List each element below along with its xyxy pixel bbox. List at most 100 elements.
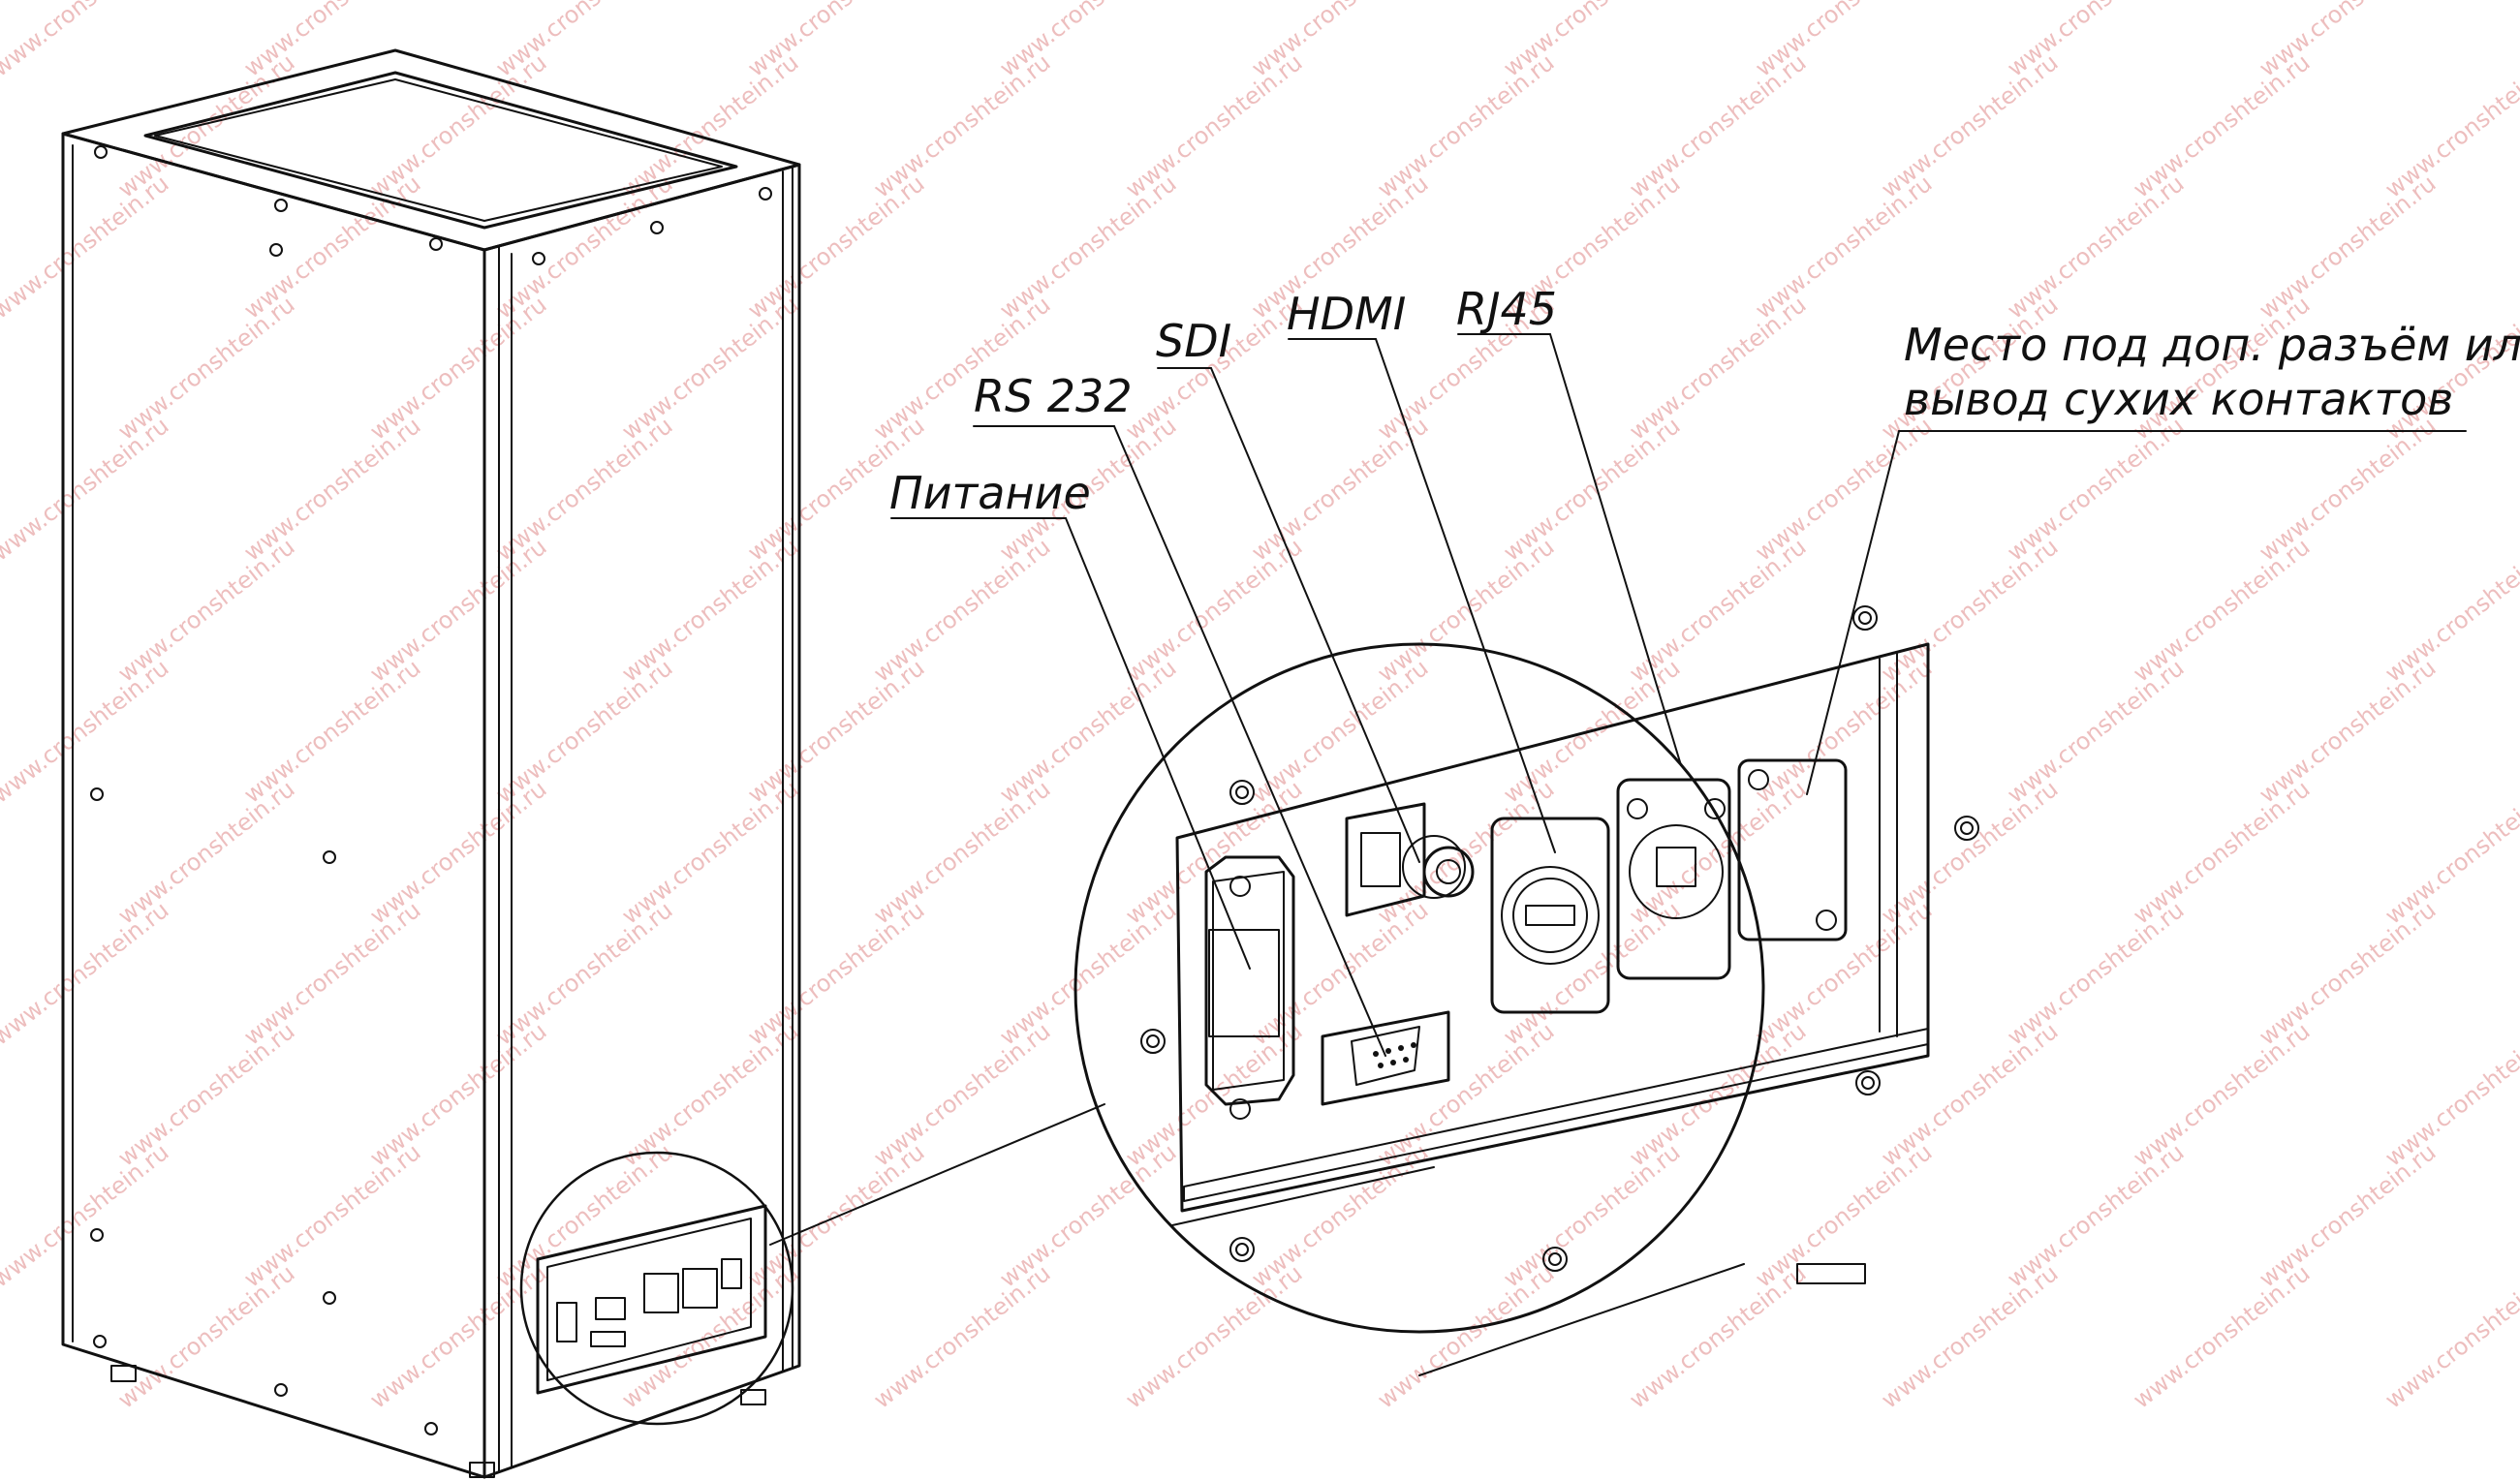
watermark-text: www.cronshtein.ru — [1876, 533, 2063, 687]
panel-screws — [1140, 605, 1979, 1272]
label-sdi: SDI — [1156, 315, 1231, 367]
watermark-text: www.cronshtein.ru — [2002, 654, 2189, 808]
watermark-text: www.cronshtein.ru — [1246, 412, 1433, 566]
detail-leader-line — [769, 1103, 1105, 1246]
watermark-text: www.cronshtein.ru — [1624, 1017, 1811, 1171]
watermark-text: www.cronshtein.ru — [0, 412, 174, 566]
watermark-text: www.cronshtein.ru — [1120, 1259, 1307, 1413]
watermark-text: www.cronshtein.ru — [2380, 1259, 2520, 1413]
watermark-text: www.cronshtein.ru — [364, 775, 551, 929]
watermark-text: www.cronshtein.ru — [490, 170, 677, 324]
blank-plate — [1737, 758, 1848, 941]
watermark-text: www.cronshtein.ru — [1750, 896, 1937, 1050]
watermark-text: www.cronshtein.ru — [490, 896, 677, 1050]
watermark-text: www.cronshtein.ru — [742, 896, 929, 1050]
watermark-text: www.cronshtein.ru — [2128, 775, 2315, 929]
watermark-text: www.cronshtein.ru — [1372, 1017, 1559, 1171]
watermark-text: www.cronshtein.ru — [238, 412, 425, 566]
callout-leaders — [890, 333, 2467, 1057]
watermark-text: www.cronshtein.ru — [1624, 48, 1811, 202]
watermark-text: www.cronshtein.ru — [112, 48, 299, 202]
watermark-text: www.cronshtein.ru — [1120, 533, 1307, 687]
watermark-text: www.cronshtein.ru — [2128, 1259, 2315, 1413]
watermark-text: www.cronshtein.ru — [616, 48, 803, 202]
watermark-text: www.cronshtein.ru — [2128, 533, 2315, 687]
watermark-text: www.cronshtein.ru — [994, 1138, 1181, 1292]
watermark-text: www.cronshtein.ru — [1498, 1138, 1685, 1292]
watermark-text: www.cronshtein.ru — [490, 1138, 677, 1292]
watermark-text: www.cronshtein.ru — [1246, 896, 1433, 1050]
watermark-text: www.cronshtein.ru — [2254, 170, 2441, 324]
watermark-text: www.cronshtein.ru — [616, 775, 803, 929]
watermark-text: www.cronshtein.ru — [0, 896, 174, 1050]
watermark-text: www.cronshtein.ru — [0, 170, 174, 324]
watermark-text: www.cronshtein.ru — [1624, 533, 1811, 687]
watermark-text: www.cronshtein.ru — [364, 291, 551, 445]
watermark-text: www.cronshtein.ru — [490, 654, 677, 808]
watermark-text: www.cronshtein.ru — [1246, 1138, 1433, 1292]
watermark-text: www.cronshtein.ru — [2002, 896, 2189, 1050]
watermark-text: www.cronshtein.ru — [238, 170, 425, 324]
magnified-detail — [1073, 605, 1979, 1376]
cabinet-side-face — [482, 163, 801, 1479]
watermark-text: www.cronshtein.ru — [112, 1017, 299, 1171]
watermark-text: www.cronshtein.ru — [112, 291, 299, 445]
watermark-text: www.cronshtein.ru — [2254, 412, 2441, 566]
watermark-text: www.cronshtein.ru — [2128, 1017, 2315, 1171]
watermark-text: www.cronshtein.ru — [868, 48, 1055, 202]
rs232-connector — [1321, 1010, 1450, 1106]
watermark-text: www.cronshtein.ru — [1876, 48, 2063, 202]
watermark-text: www.cronshtein.ru — [238, 1138, 425, 1292]
watermark-text: www.cronshtein.ru — [868, 533, 1055, 687]
watermark-text: www.cronshtein.ru — [2002, 412, 2189, 566]
callout-labels: Питание RS 232 SDI HDMI RJ45 Место под д… — [889, 283, 2520, 519]
small-connector-panel — [536, 1204, 767, 1395]
watermark-text: www.cronshtein.ru — [2254, 654, 2441, 808]
cabinet-top-panel — [143, 71, 738, 230]
watermark-text: www.cronshtein.ru — [0, 654, 174, 808]
detail-circle-small — [519, 1151, 794, 1426]
watermark-text: www.cronshtein.ru — [2254, 896, 2441, 1050]
watermark-text: www.cronshtein.ru — [2002, 1138, 2189, 1292]
watermark-text: www.cronshtein.ru — [0, 1138, 174, 1292]
watermark-text: www.cronshtein.ru — [2380, 533, 2520, 687]
detail-circle-large — [1073, 642, 1765, 1334]
rj45-connector — [1616, 778, 1731, 980]
watermark-text: www.cronshtein.ru — [994, 896, 1181, 1050]
label-extra-line2: вывод сухих контактов — [1904, 373, 2453, 425]
watermark-text: www.cronshtein.ru — [2380, 775, 2520, 929]
watermark-text: www.cronshtein.ru — [1498, 412, 1685, 566]
watermark-text: www.cronshtein.ru — [1876, 1017, 2063, 1171]
watermark-text: www.cronshtein.ru — [2254, 1138, 2441, 1292]
watermark-text: www.cronshtein.ru — [1624, 291, 1811, 445]
label-extra-line1: Место под доп. разъём или — [1904, 319, 2520, 371]
label-rs232: RS 232 — [974, 370, 1133, 422]
watermark-text: www.cronshtein.ru — [490, 412, 677, 566]
watermark-text: www.cronshtein.ru — [616, 291, 803, 445]
watermark-text: www.cronshtein.ru — [2128, 48, 2315, 202]
watermark-text: www.cronshtein.ru — [868, 1259, 1055, 1413]
watermark-text: www.cronshtein.ru — [112, 775, 299, 929]
watermark-text: www.cronshtein.ru — [364, 1259, 551, 1413]
watermark-text: www.cronshtein.ru — [994, 170, 1181, 324]
watermark-text: www.cronshtein.ru — [1750, 170, 1937, 324]
watermark-text: www.cronshtein.ru — [112, 533, 299, 687]
watermark-text: www.cronshtein.ru — [364, 1017, 551, 1171]
label-rj45: RJ45 — [1456, 283, 1557, 335]
watermark-text: www.cronshtein.ru — [2380, 48, 2520, 202]
watermark-text: www.cronshtein.ru — [616, 533, 803, 687]
connector-panel-frame — [1175, 642, 1930, 1213]
hdmi-connector — [1490, 817, 1610, 1014]
watermark-text: www.cronshtein.ru — [1876, 1259, 2063, 1413]
watermark-text: www.cronshtein.ru — [238, 654, 425, 808]
watermark-text: www.cronshtein.ru — [238, 896, 425, 1050]
watermark-text: www.cronshtein.ru — [2002, 170, 2189, 324]
watermark-text: www.cronshtein.ru — [742, 654, 929, 808]
watermark-text: www.cronshtein.ru — [2380, 1017, 2520, 1171]
power-connector — [1204, 855, 1295, 1120]
watermark-text: www.cronshtein.ru — [0, 0, 174, 82]
watermark-text: www.cronshtein.ru — [616, 1017, 803, 1171]
